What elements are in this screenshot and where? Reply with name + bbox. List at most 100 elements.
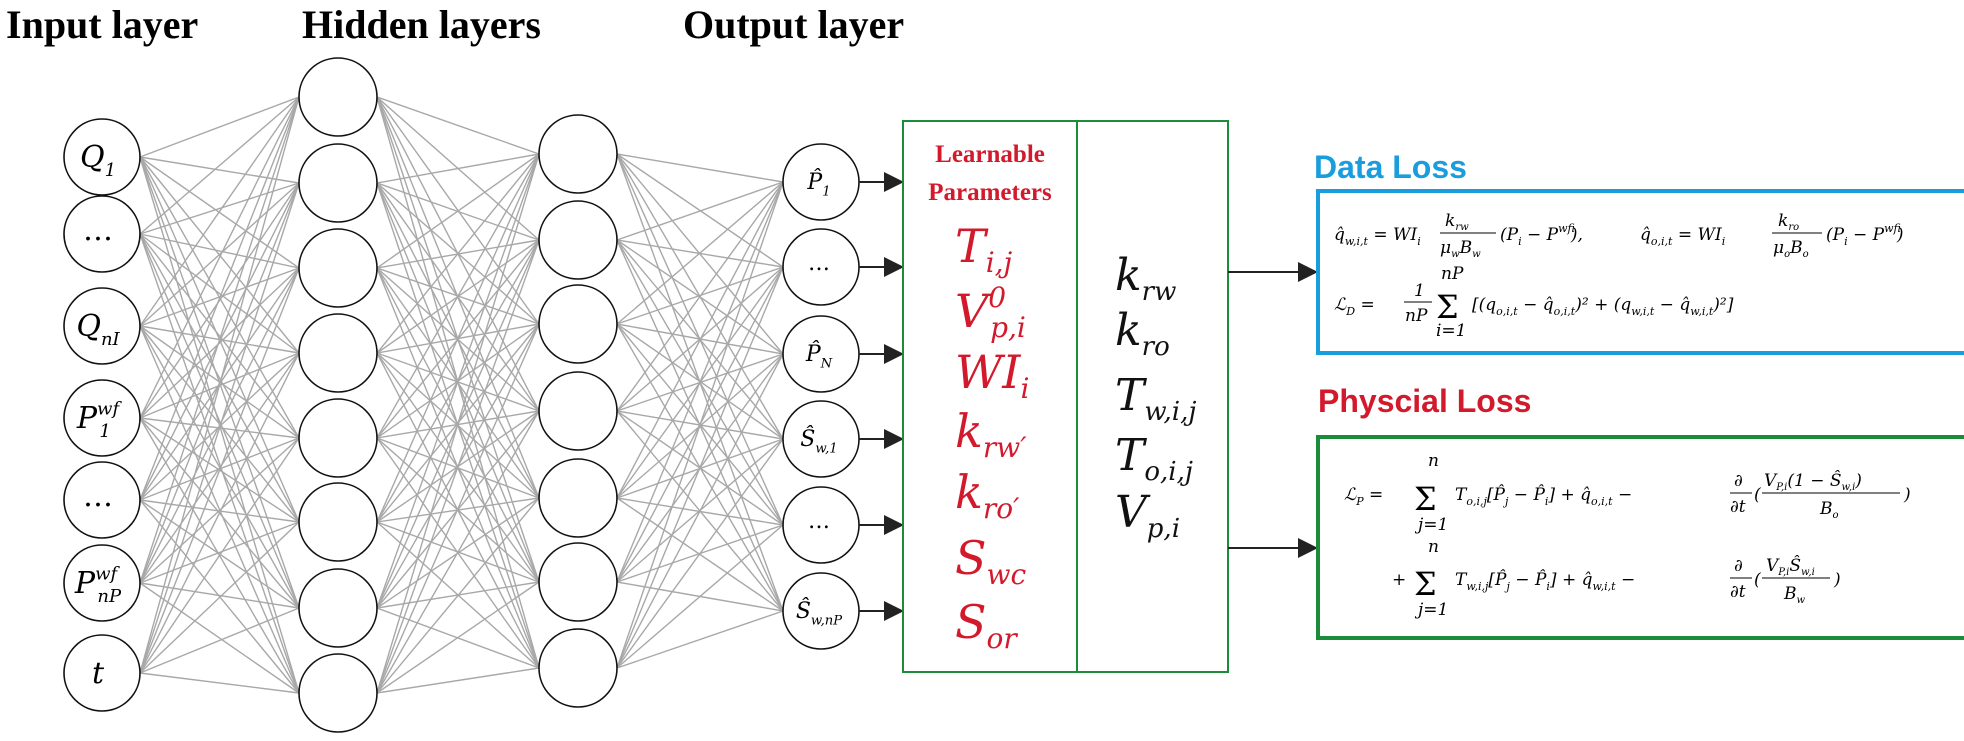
derived-parameter: To,i,j — [1115, 430, 1193, 487]
svg-text:j=1: j=1 — [1414, 515, 1448, 535]
svg-text:j=1: j=1 — [1414, 600, 1448, 620]
svg-text:kro: kro — [1778, 211, 1799, 233]
connection-line — [139, 233, 300, 523]
connection-line — [139, 582, 300, 694]
connection-line — [616, 181, 784, 241]
input-node — [63, 634, 141, 712]
hidden-node — [538, 628, 618, 708]
connection-line — [376, 153, 540, 354]
connection-line — [616, 438, 784, 669]
output-node-label: P̂1 — [806, 169, 830, 200]
connection-line — [139, 233, 300, 609]
connection-line — [139, 182, 300, 235]
connection-line — [139, 96, 300, 327]
derived-parameter: kro — [1115, 305, 1170, 362]
connection-line — [376, 239, 540, 694]
hidden-node — [298, 568, 378, 648]
svg-text:nP: nP — [1441, 264, 1464, 284]
output-layer-header: Output layer — [683, 2, 904, 47]
connection-line — [376, 410, 540, 694]
connection-line — [139, 96, 300, 501]
connection-line — [139, 521, 300, 584]
svg-text:(Pi − Pwfi),: (Pi − Pwfi), — [1500, 222, 1583, 248]
derived-parameter: krw — [1115, 250, 1176, 307]
svg-text:1: 1 — [1414, 281, 1425, 301]
learnable-parameter: kro′ — [955, 465, 1020, 525]
connection-line — [139, 437, 300, 674]
learnable-parameter: Sor — [955, 595, 1018, 655]
svg-text:): ) — [1833, 570, 1841, 590]
output-arrows — [859, 172, 904, 621]
svg-text:nP: nP — [1405, 306, 1428, 326]
connection-line — [616, 153, 784, 183]
svg-text:[(qo,i,t − q̂o,i,t)² + (qw,i,t: [(qo,i,t − q̂o,i,t)² + (qw,i,t − q̂w,i,t… — [1472, 295, 1734, 318]
learnable-parameter: WIi — [955, 345, 1029, 405]
svg-text:krw: krw — [1445, 211, 1469, 233]
connection-line — [139, 182, 300, 419]
input-node-label: … — [83, 479, 113, 514]
svg-text:VP,iŜw,i: VP,iŜw,i — [1766, 555, 1815, 578]
svg-text:Σ: Σ — [1414, 565, 1437, 603]
connection-line — [376, 581, 540, 694]
svg-text:+: + — [1392, 570, 1406, 590]
hidden-node — [538, 371, 618, 451]
svg-text:∂t: ∂t — [1730, 497, 1746, 517]
svg-text:∂t: ∂t — [1730, 582, 1746, 602]
learnable-title-line1: Learnable — [935, 141, 1045, 168]
input-node-label: QnI — [76, 309, 120, 350]
output-node — [782, 315, 860, 393]
connection-line — [376, 667, 540, 694]
svg-text:ℒP =: ℒP = — [1344, 485, 1383, 508]
connection-line — [139, 233, 300, 439]
connection-line — [139, 233, 300, 354]
hidden-node — [538, 542, 618, 622]
connection-line — [139, 182, 300, 327]
input-node — [63, 379, 141, 457]
connection-line — [139, 96, 300, 419]
input-layer-header: Input layer — [6, 2, 198, 47]
svg-text:Bo: Bo — [1819, 499, 1839, 521]
connection-line — [376, 153, 540, 269]
connection-line — [376, 153, 540, 609]
hidden-node — [298, 313, 378, 393]
connection-line — [139, 352, 300, 674]
input-node — [63, 195, 141, 273]
output-node — [782, 400, 860, 478]
svg-text:(: ( — [1754, 570, 1761, 590]
connection-line — [139, 233, 300, 694]
svg-text:μoBo: μoBo — [1773, 238, 1809, 260]
svg-text:ℒD =: ℒD = — [1334, 295, 1375, 318]
connection-line — [376, 182, 540, 499]
svg-text:): ) — [1903, 485, 1911, 505]
connection-line — [139, 352, 300, 584]
svg-text:(Pi − Pwfi): (Pi − Pwfi) — [1826, 222, 1904, 248]
svg-text:μwBw: μwBw — [1440, 238, 1481, 260]
input-node-label: … — [83, 213, 113, 248]
svg-text:n: n — [1428, 537, 1439, 557]
connection-line — [376, 153, 540, 439]
output-node-label: Ŝw,nP — [796, 597, 843, 629]
svg-text:∂: ∂ — [1734, 556, 1743, 576]
connection-line — [616, 266, 784, 669]
connection-line — [139, 267, 300, 584]
derived-parameters-box — [1076, 120, 1229, 673]
hidden-node — [538, 284, 618, 364]
connection-line — [376, 153, 540, 184]
connection-line — [139, 607, 300, 674]
connection-line — [376, 96, 540, 155]
connection-line — [139, 182, 300, 674]
connection-line — [376, 153, 540, 523]
connection-line — [139, 96, 300, 674]
hidden-node — [298, 398, 378, 478]
connection-line — [139, 96, 300, 584]
svg-text:n: n — [1428, 451, 1439, 471]
data-loss-box — [1316, 189, 1964, 355]
output-node-label: … — [808, 251, 830, 276]
connection-line — [376, 497, 540, 694]
connection-line — [616, 353, 784, 669]
svg-text:Bw: Bw — [1783, 584, 1806, 606]
connection-line — [139, 672, 300, 694]
